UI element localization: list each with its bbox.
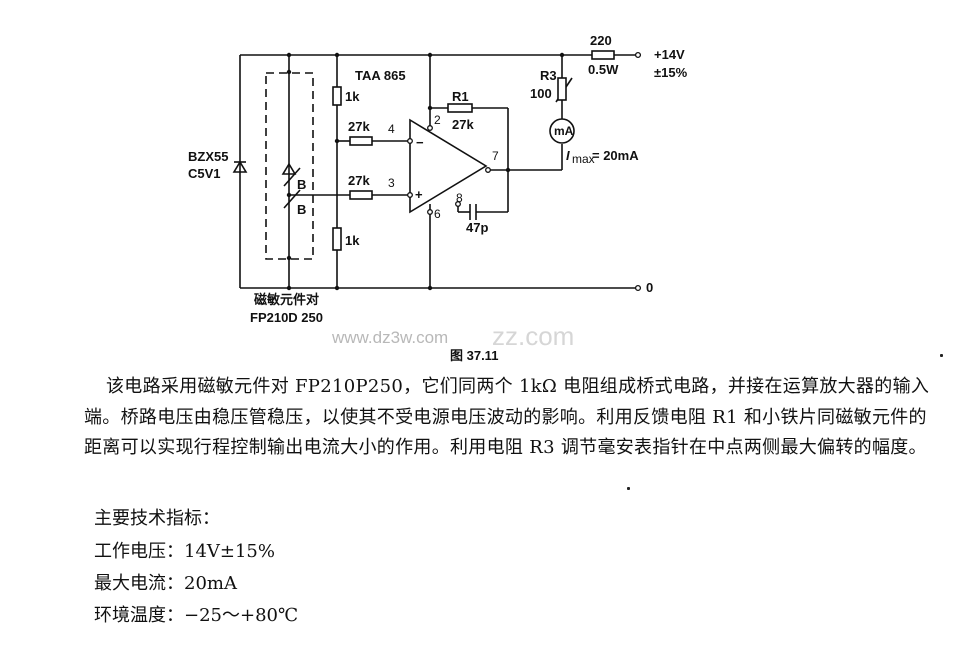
ic-label: TAA 865 [355, 68, 406, 83]
r3-value: 100 [530, 86, 552, 101]
specs-title: 主要技术指标： [94, 508, 220, 529]
pin-6: 6 [434, 207, 441, 221]
pin-2: 2 [434, 113, 441, 127]
watermark-faded: zz.com [492, 321, 574, 351]
r1-value: 27k [452, 117, 474, 132]
opamp-minus: − [416, 135, 424, 150]
r-in-plus-value: 27k [348, 173, 370, 188]
ground-label: 0 [646, 280, 653, 295]
pin-8: 8 [456, 191, 463, 205]
r1-label: R1 [452, 89, 469, 104]
sensor-name: 磁敏元件对 [254, 292, 319, 307]
pin-7: 7 [492, 149, 499, 163]
r-supply-value: 220 [590, 33, 612, 48]
scan-speck [627, 487, 630, 490]
r-top-value: 1k [345, 89, 360, 104]
r3-label: R3 [540, 68, 557, 83]
sensor-b-lower: B [297, 202, 306, 217]
sensor-b-upper: B [297, 177, 306, 192]
spec-voltage: 工作电压：14V±15% [94, 541, 275, 562]
cap-value: 47p [466, 220, 488, 235]
pin-4: 4 [388, 122, 395, 136]
circuit-schematic: TAA 865 R1 27k 1k 1k 27k 27k BZX55 C5V1 … [188, 33, 688, 363]
pin-3: 3 [388, 176, 395, 190]
spec-current: 最大电流：20mA [94, 573, 237, 594]
supply-tolerance: ±15% [654, 65, 688, 80]
opamp-plus: + [415, 187, 423, 202]
zener-name: BZX55 [188, 149, 228, 164]
sensor-model: FP210D 250 [250, 310, 323, 325]
supply-voltage: +14V [654, 47, 685, 62]
figure-caption: 图 37.11 [450, 348, 498, 363]
imax-value: = 20mA [592, 148, 639, 163]
meter-label: mA [554, 124, 574, 138]
r-in-minus-value: 27k [348, 119, 370, 134]
r-bottom-value: 1k [345, 233, 360, 248]
imax-symbol: I [566, 148, 570, 163]
description-paragraph: 该电路采用磁敏元件对 FP210P250，它们同两个 1kΩ 电阻组成桥式电路，… [84, 376, 930, 458]
r-supply-power: 0.5W [588, 62, 619, 77]
zener-code: C5V1 [188, 166, 221, 181]
imax-subscript: max [572, 152, 595, 166]
watermark: www.dz3w.com [331, 328, 448, 347]
spec-temperature: 环境温度：−25～+80℃ [94, 605, 299, 626]
scan-speck [940, 354, 943, 357]
